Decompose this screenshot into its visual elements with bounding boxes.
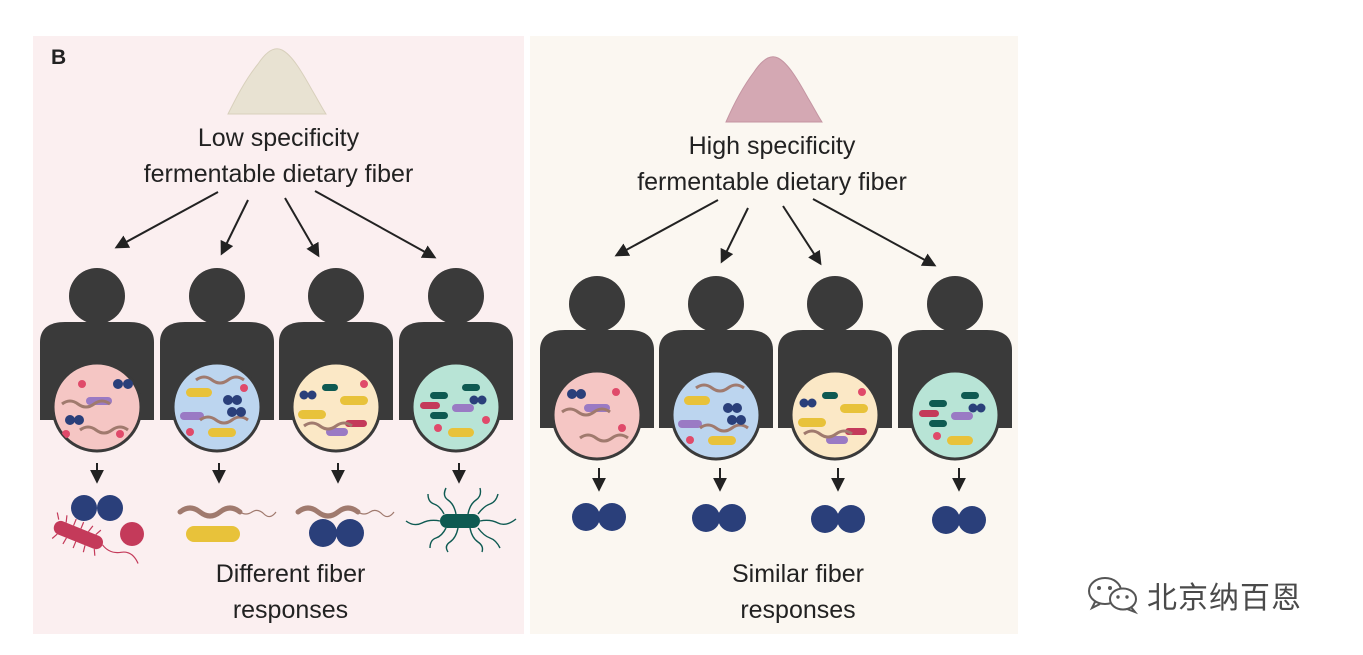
wechat-icon xyxy=(1088,577,1139,615)
person-icon-right-3 xyxy=(778,276,892,461)
left-outcome-arrows xyxy=(90,463,466,484)
outcome-cocci-spiral-icon xyxy=(295,505,395,547)
right-distribution-arrows xyxy=(614,198,937,267)
high-specificity-fiber-pile-icon xyxy=(725,56,823,123)
similar-response-line2: responses xyxy=(740,596,856,624)
outcome-cocci-icon-1 xyxy=(572,503,626,531)
outcome-rod-spiral-icon xyxy=(177,505,277,542)
person-icon-left-3 xyxy=(279,268,393,453)
right-outcome-arrows xyxy=(592,468,966,492)
different-response-line2: responses xyxy=(232,596,349,624)
low-specificity-title-line1: Low specificity xyxy=(197,124,360,152)
similar-response-line1: Similar fiber xyxy=(732,560,864,588)
high-specificity-title-line1: High specificity xyxy=(688,132,856,160)
panel-label: B xyxy=(51,46,67,69)
outcome-flagellated-rod-icon xyxy=(405,487,517,553)
high-specificity-title-line2: fermentable dietary fiber xyxy=(637,168,907,196)
outcome-mixed-microbes-icon xyxy=(51,495,144,564)
person-icon-left-1 xyxy=(40,268,154,453)
person-icon-right-2 xyxy=(659,276,773,461)
low-specificity-title-line2: fermentable dietary fiber xyxy=(143,160,414,188)
person-icon-left-2 xyxy=(160,268,274,453)
watermark-text: 北京纳百恩 xyxy=(1147,581,1302,616)
outcome-cocci-icon-3 xyxy=(811,505,865,533)
different-response-line1: Different fiber xyxy=(215,560,366,588)
outcome-cocci-icon-4 xyxy=(932,506,986,534)
watermark: 北京纳百恩 xyxy=(1085,575,1302,616)
person-icon-right-1 xyxy=(540,276,654,461)
left-distribution-arrows xyxy=(114,190,437,259)
low-specificity-fiber-pile-icon xyxy=(227,48,327,115)
person-icon-right-4 xyxy=(898,276,1012,461)
person-icon-left-4 xyxy=(399,268,513,453)
outcome-cocci-icon-2 xyxy=(692,504,746,532)
